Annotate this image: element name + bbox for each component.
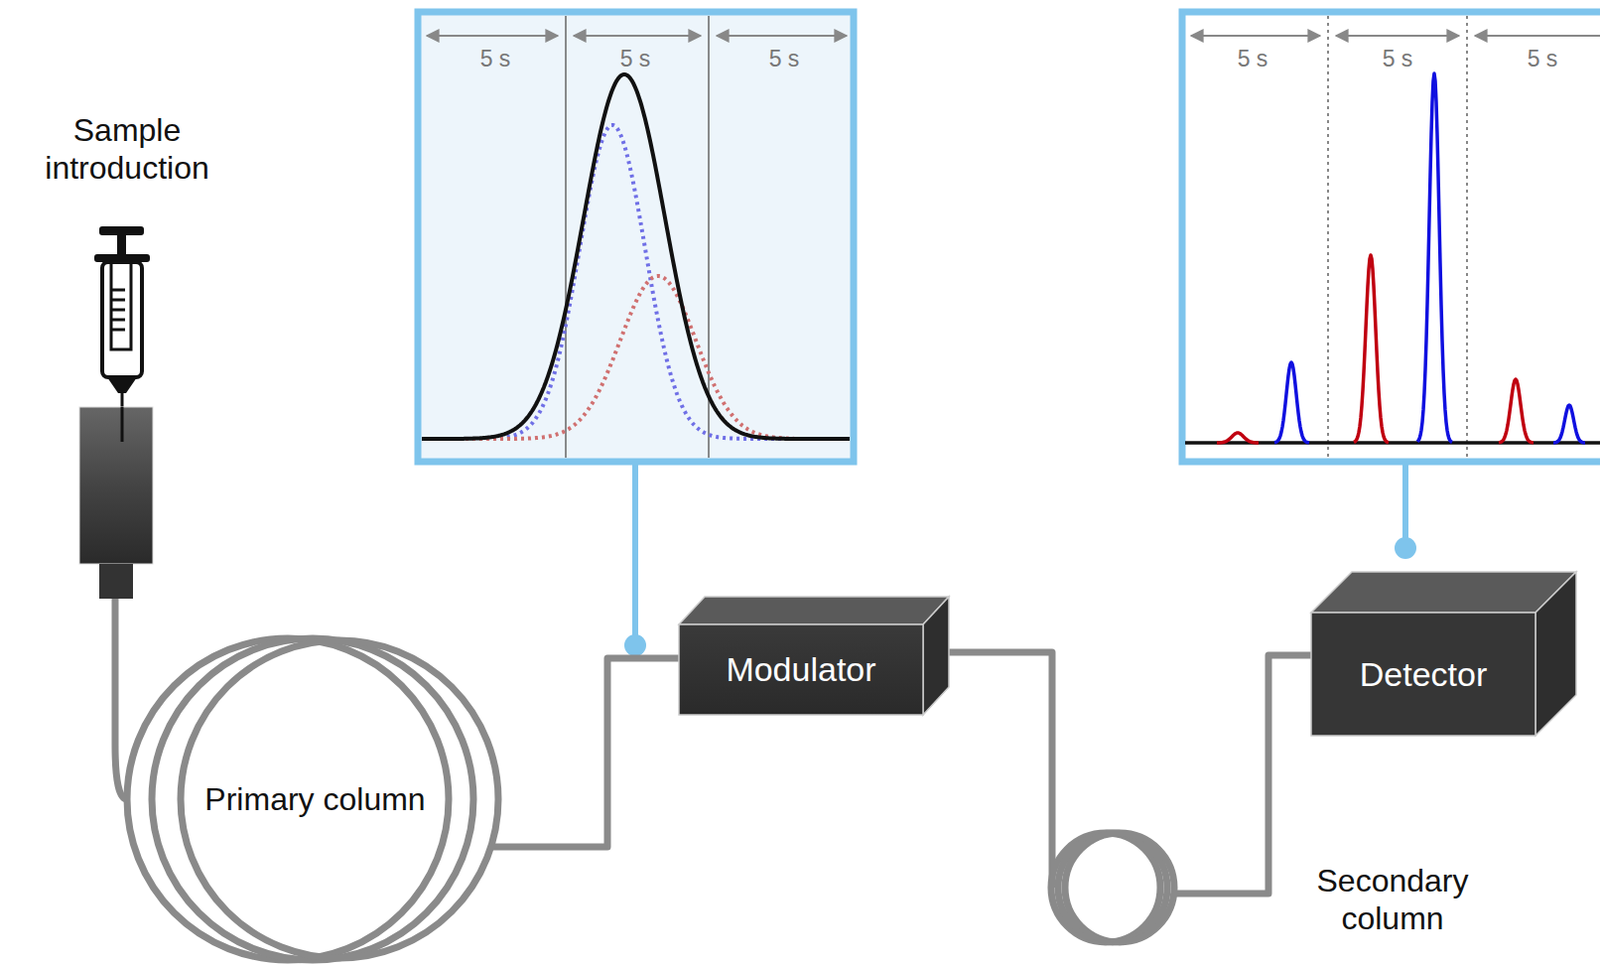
time-arrow — [1474, 34, 1600, 37]
tube-connector — [112, 598, 120, 636]
divider — [1466, 15, 1468, 458]
injector: Sample introduction — [7, 111, 247, 599]
trace — [421, 74, 850, 439]
time-arrow — [426, 34, 558, 37]
trace — [1498, 379, 1534, 443]
time-label: 5 s — [1527, 45, 1559, 73]
time-label: 5 s — [620, 45, 652, 73]
chromatogram-traces — [421, 73, 1600, 443]
time-arrow — [1335, 34, 1460, 37]
node-label: Detector — [1359, 654, 1488, 695]
divider — [1327, 15, 1330, 458]
time-label: 5 s — [480, 45, 512, 73]
time-label: 5 s — [1382, 45, 1414, 73]
time-label: 5 s — [769, 45, 800, 73]
time-label: 5 s — [1237, 45, 1269, 73]
primary-column: Primary column — [109, 635, 522, 963]
trace — [444, 275, 795, 439]
trace — [1553, 404, 1586, 443]
detector-box: Detector — [1311, 612, 1536, 736]
time-arrow — [716, 34, 847, 37]
node-label: Primary column — [204, 780, 425, 818]
divider — [564, 15, 567, 458]
callout-dot — [624, 634, 647, 657]
trace — [444, 125, 795, 439]
trace — [1417, 73, 1453, 442]
modulator-box: Modulator — [678, 624, 924, 715]
trace — [1353, 255, 1389, 443]
tube-connector — [1176, 655, 1312, 894]
tube-connector — [521, 658, 679, 847]
time-arrow — [573, 34, 701, 37]
secondary-column: Secondary column — [1050, 823, 1177, 948]
trace — [1216, 432, 1259, 443]
callout-stem — [632, 464, 639, 638]
callout-stem — [1402, 464, 1409, 540]
node-label: Modulator — [725, 649, 876, 690]
inset-frame — [417, 11, 854, 462]
node-label: Sample introduction — [7, 111, 247, 188]
column-coil — [1050, 823, 1177, 948]
callout-dot — [1394, 536, 1417, 559]
time-arrow — [1191, 34, 1321, 37]
node-label: Secondary column — [1283, 861, 1502, 938]
trace — [1274, 362, 1310, 443]
inset-frame — [1182, 11, 1600, 462]
